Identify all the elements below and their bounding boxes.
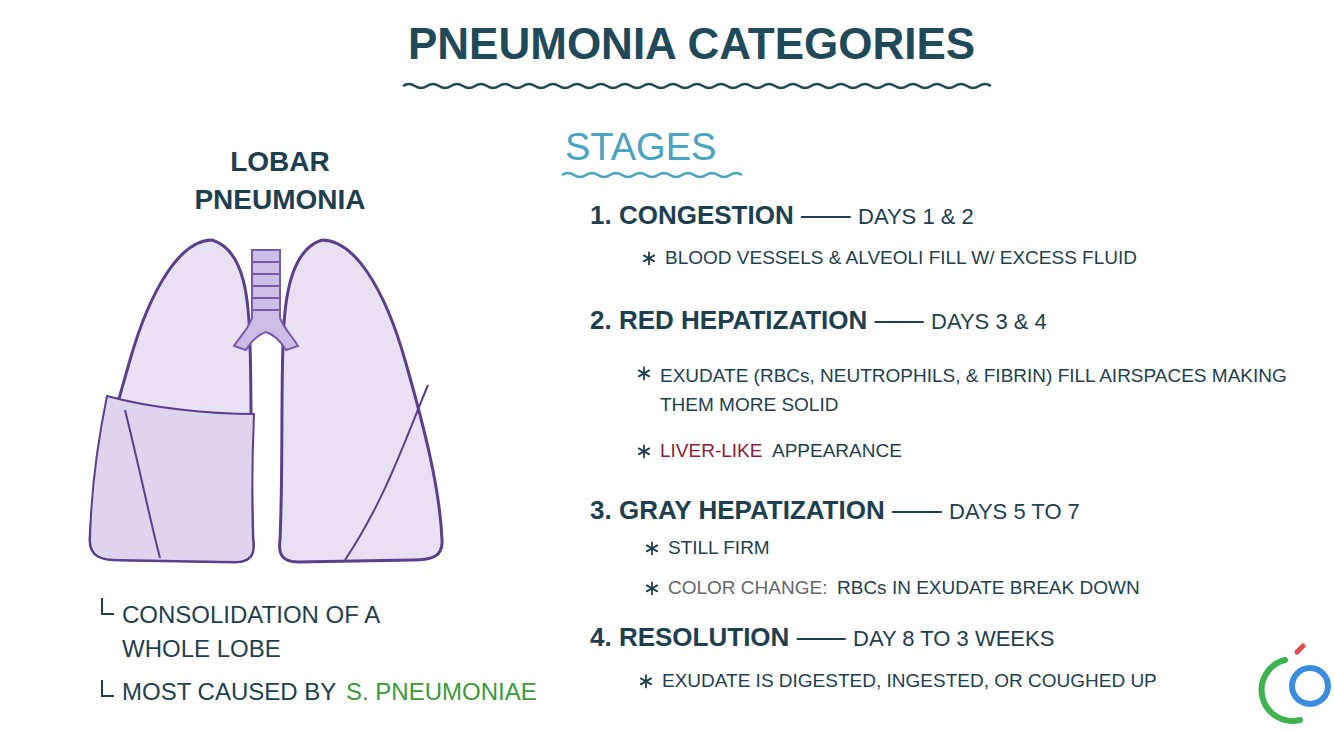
bracket-mark: [102, 680, 114, 696]
stage-detail: APPEARANCE: [772, 440, 902, 463]
left-lower-lobe: [90, 396, 254, 562]
bullet-asterisk: [647, 545, 657, 551]
stage-heading: 2. RED HEPATIZATION: [590, 305, 867, 336]
stage-heading: 4. RESOLUTION: [590, 622, 789, 653]
bracket-mark: [102, 598, 114, 614]
dash-line: [802, 216, 850, 218]
stage-duration: DAYS 5 TO 7: [949, 499, 1080, 525]
bullet-asterisk: [641, 678, 651, 684]
note-text: CONSOLIDATION OF A WHOLE LOBE: [122, 598, 452, 665]
pathogen-name: S. PNEUMONIAE: [346, 678, 537, 707]
bullet-asterisk: [644, 255, 654, 261]
stage-detail: BLOOD VESSELS & ALVEOLI FILL W/ EXCESS F…: [665, 247, 1137, 270]
stage-heading: 1. CONGESTION: [590, 200, 794, 231]
bullet-asterisk: [639, 448, 649, 454]
note-text: MOST CAUSED BY: [122, 678, 336, 707]
left-lung: [90, 240, 253, 562]
bullet-asterisk: [639, 370, 649, 376]
stage-detail: LIVER-LIKE: [660, 440, 762, 463]
bullet-asterisk: [639, 448, 649, 454]
bullet-asterisk: [647, 585, 657, 591]
stages-underline: [562, 173, 742, 177]
dash-line: [875, 321, 923, 323]
stage-duration: DAYS 3 & 4: [931, 309, 1047, 335]
right-lung: [280, 240, 442, 562]
bullet-asterisk: [647, 545, 657, 551]
bullet-asterisk: [644, 255, 654, 261]
stage-detail: RBCs IN EXUDATE BREAK DOWN: [837, 577, 1140, 600]
title-underline: [403, 84, 991, 88]
dash-line: [797, 638, 845, 640]
section-heading: LOBAR PNEUMONIA: [180, 143, 380, 219]
stage-detail: STILL FIRM: [668, 537, 770, 560]
stage-duration: DAY 8 TO 3 WEEKS: [853, 626, 1054, 652]
right-fissure: [345, 385, 428, 560]
stage-detail: COLOR CHANGE:: [668, 577, 827, 600]
bullet-asterisk: [639, 370, 649, 376]
stage-duration: DAYS 1 & 2: [858, 204, 974, 230]
dash-line: [893, 511, 941, 513]
stage-heading: 3. GRAY HEPATIZATION: [590, 495, 885, 526]
trachea: [234, 250, 298, 350]
diagram-title: PNEUMONIA CATEGORIES: [408, 18, 975, 71]
left-fissure: [125, 410, 160, 558]
stage-detail: EXUDATE IS DIGESTED, INGESTED, OR COUGHE…: [662, 670, 1157, 693]
bullet-asterisk: [647, 585, 657, 591]
logo: [1262, 646, 1328, 721]
bullet-asterisk: [641, 678, 651, 684]
stage-detail: EXUDATE (RBCs, NEUTROPHILS, & FIBRIN) FI…: [660, 362, 1328, 419]
section-heading: STAGES: [565, 125, 716, 171]
